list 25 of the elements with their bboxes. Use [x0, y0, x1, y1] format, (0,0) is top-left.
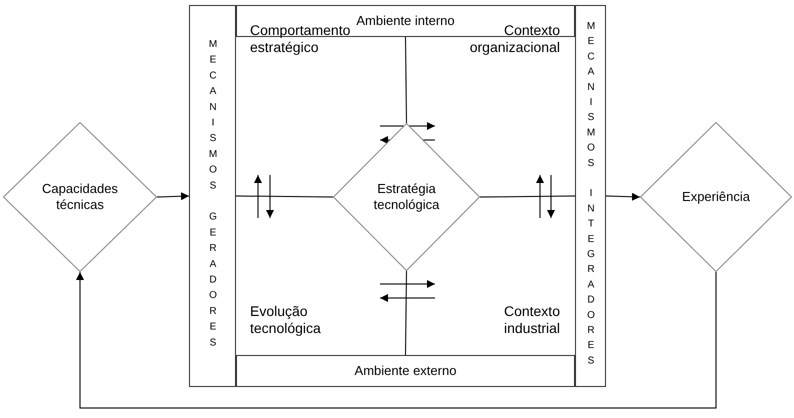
band-box [236, 5, 575, 37]
node-label: Estratégia tecnológica [372, 181, 440, 213]
decision-diamond [3, 122, 157, 272]
arrow [606, 192, 640, 201]
column-box [575, 5, 606, 387]
quadrant-label: Contexto industrial [502, 303, 560, 337]
connector-line [236, 196, 334, 198]
node-label: Ambiente externo [354, 363, 456, 379]
connector-line [405, 36, 407, 124]
arrow [76, 272, 716, 408]
node-label: MECANISMOS INTEGRADORES [586, 21, 596, 371]
node-label: MECANISMOS GERADORES [208, 39, 218, 353]
quadrant-label: Evolução tecnológica [250, 303, 322, 337]
decision-diamond [333, 123, 480, 271]
connector-line [405, 270, 407, 356]
arrow [156, 192, 190, 200]
connector-line [480, 196, 576, 198]
decision-diamond [640, 122, 792, 272]
node-label: Ambiente interno [356, 13, 455, 29]
node-label: Capacidades técnicas [41, 181, 119, 213]
quadrant-label: Contexto organizacional [468, 22, 560, 56]
band-box [236, 355, 575, 387]
column-box [189, 5, 236, 387]
quadrant-label: Comportamento estratégico [250, 22, 352, 56]
node-label: Experiência [682, 189, 750, 205]
